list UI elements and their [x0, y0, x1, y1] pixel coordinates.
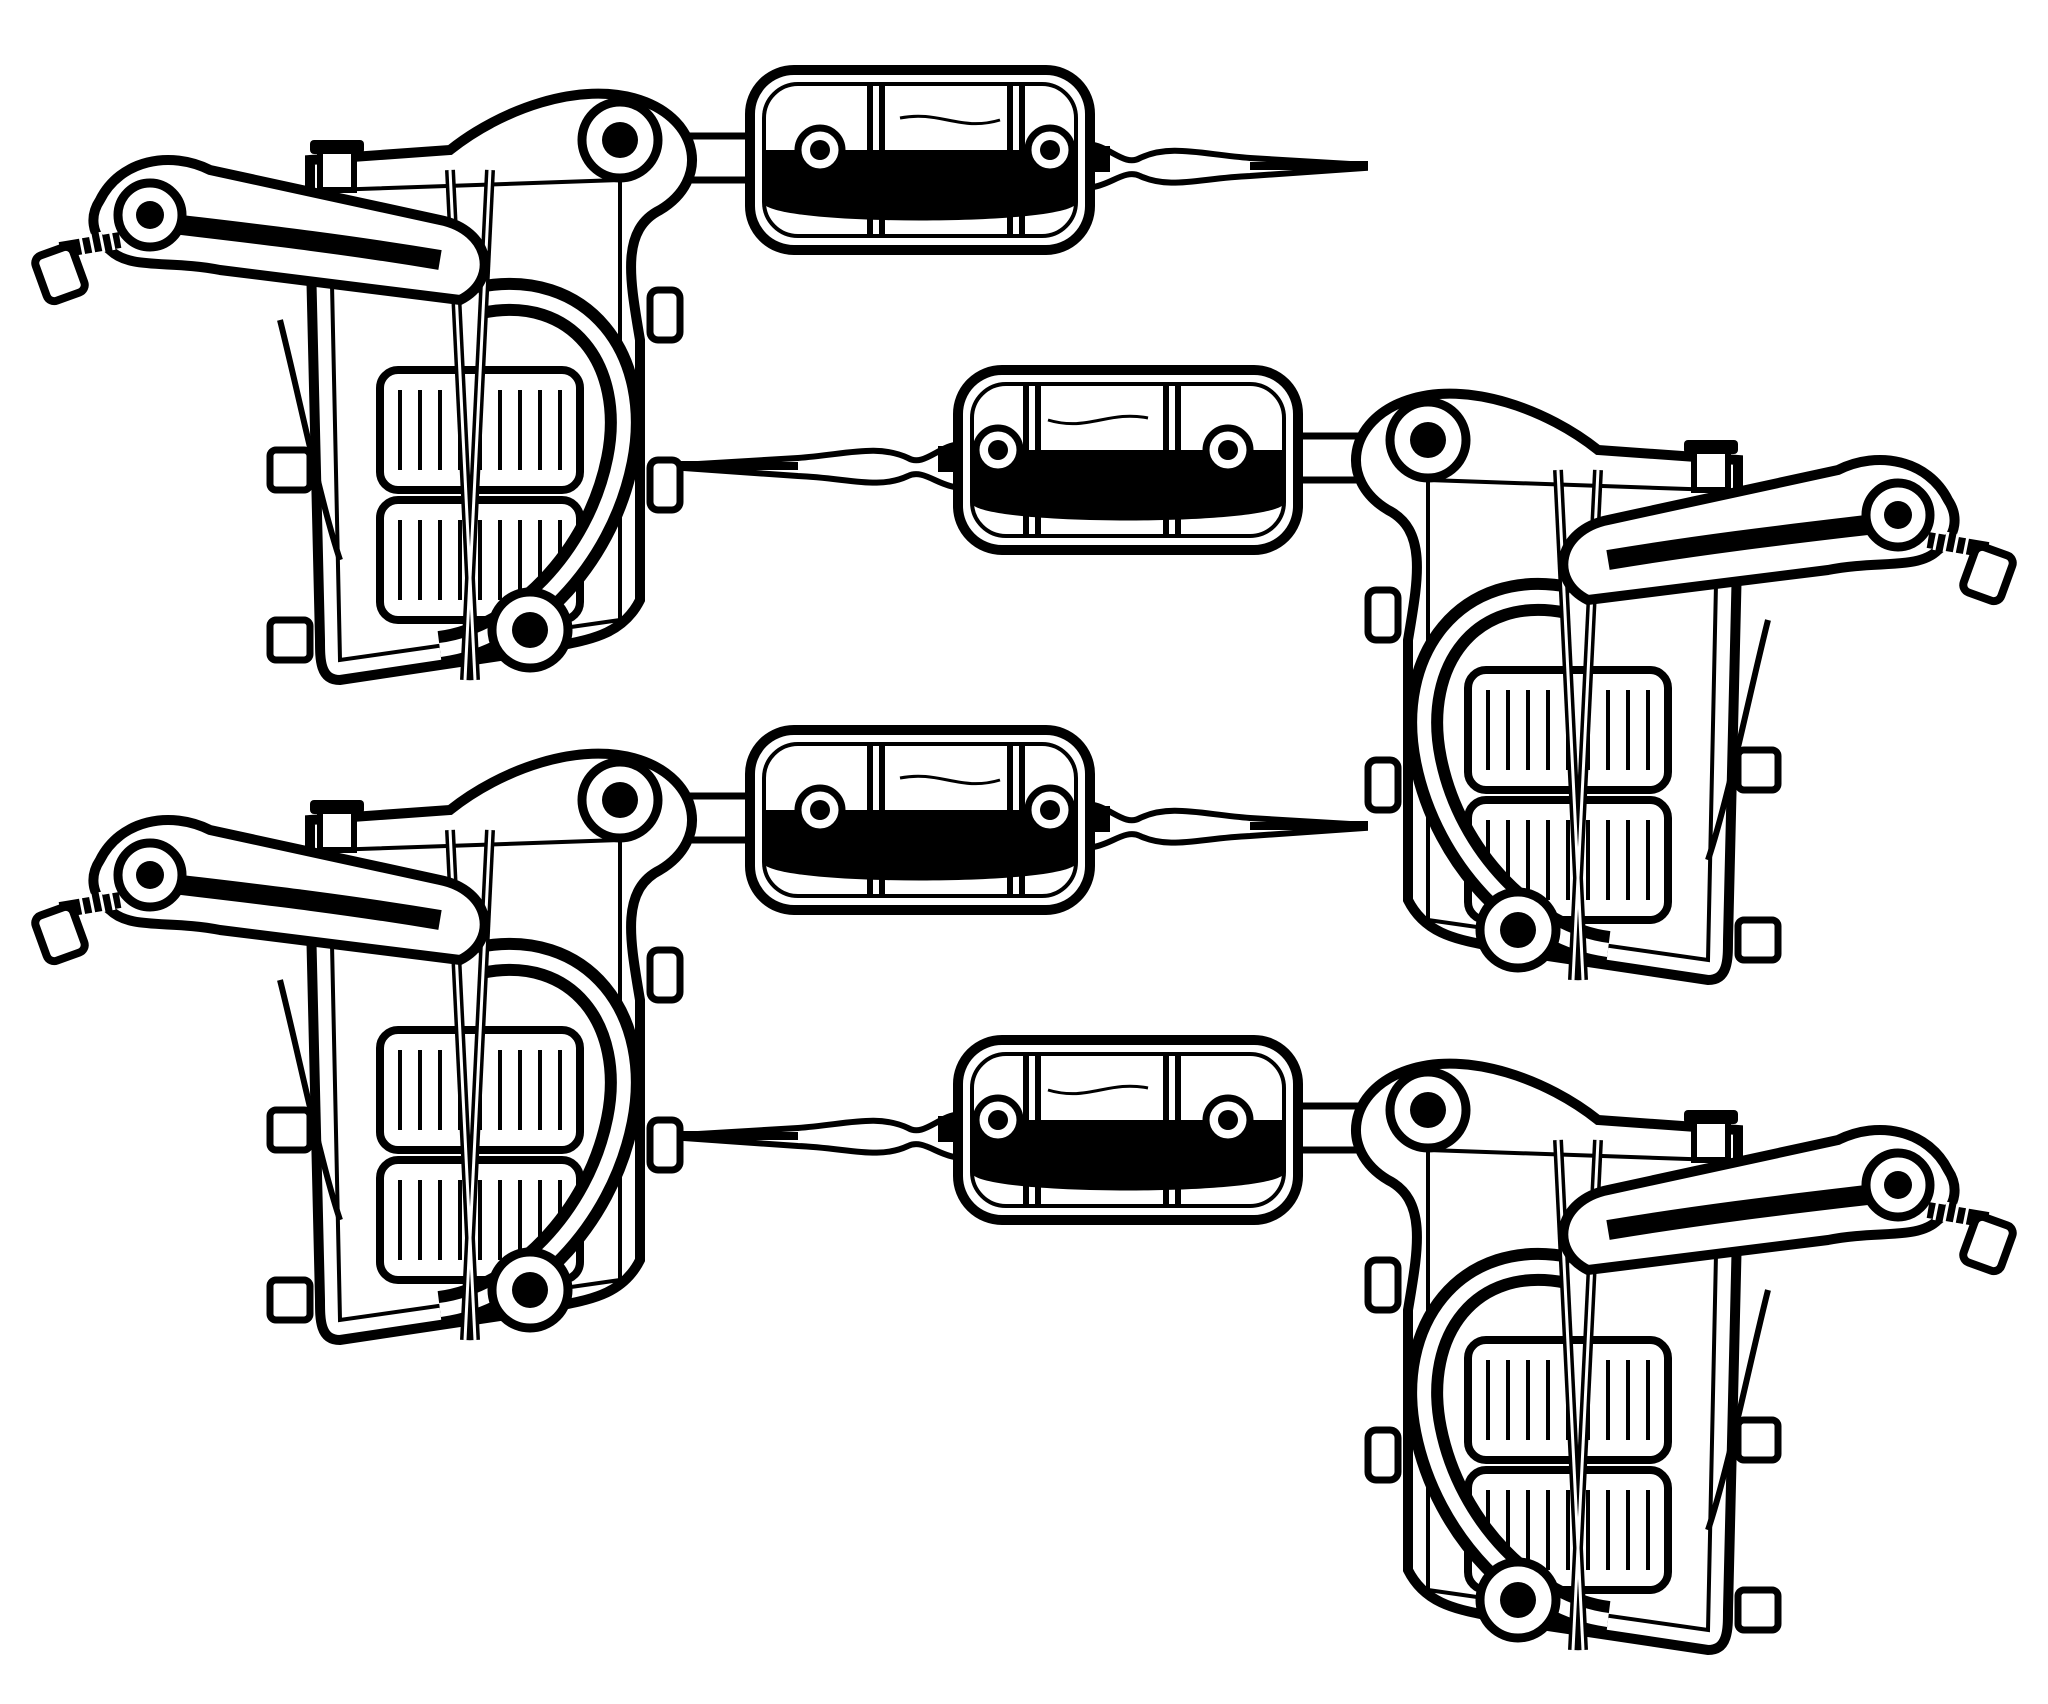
tattoo-machine-illustration-4: [683, 1040, 2015, 1650]
